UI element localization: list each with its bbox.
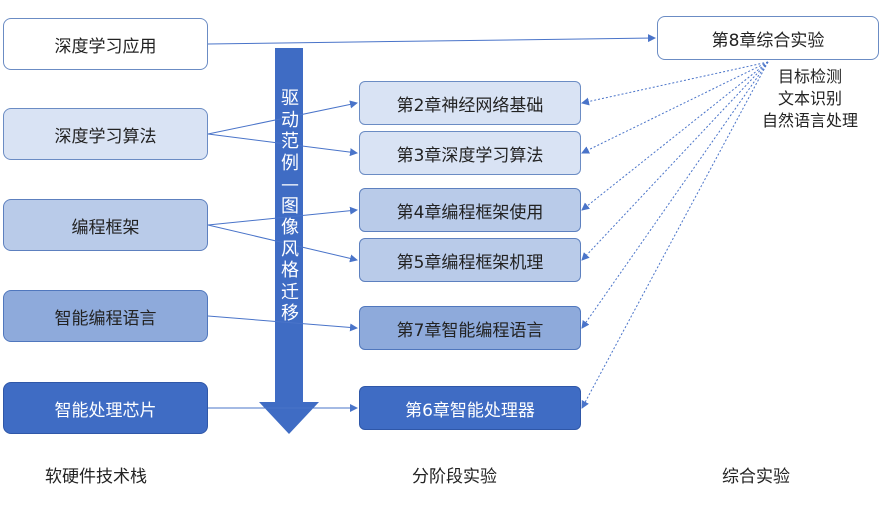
task-object-detection: 目标检测 xyxy=(777,67,842,86)
dotted-ch8-to-ch3 xyxy=(581,61,769,154)
stack-deep-learning-algorithm: 深度学习算法 xyxy=(3,108,208,160)
arrow-char: 动 xyxy=(281,109,299,131)
chapter-6-box: 第6章智能处理器 xyxy=(359,386,581,430)
stack-intelligent-programming-language: 智能编程语言 xyxy=(3,290,208,342)
arrow-char: 格 xyxy=(281,260,299,281)
chapter-4-box: 第4章编程框架使用 xyxy=(359,188,581,232)
arrow-char: — xyxy=(281,174,299,195)
connector-fw-to-ch5 xyxy=(207,224,358,263)
task-text-recognition: 文本识别 xyxy=(777,89,842,108)
footer-staged-experiments: 分阶段实验 xyxy=(412,467,497,487)
comprehensive-tasks: 目标检测 文本识别 自然语言处理 xyxy=(740,66,880,132)
arrow-char: 风 xyxy=(281,238,299,260)
drive-example-arrow xyxy=(259,48,319,434)
footer-tech-stack: 软硬件技术栈 xyxy=(45,467,147,487)
arrow-char: 范 xyxy=(281,131,299,152)
connector-algo-to-ch2 xyxy=(207,100,358,135)
connector-fw-to-ch4 xyxy=(207,206,358,226)
chapter-3-box: 第3章深度学习算法 xyxy=(359,131,581,175)
chapter-2-box: 第2章神经网络基础 xyxy=(359,81,581,125)
stack-programming-framework: 编程框架 xyxy=(3,199,208,251)
chapter-8-box: 第8章综合实验 xyxy=(657,16,879,60)
connector-algo-to-ch3 xyxy=(207,133,358,157)
stack-deep-learning-application: 深度学习应用 xyxy=(3,18,208,70)
footer-comprehensive-experiment: 综合实验 xyxy=(722,467,790,487)
connector-lang-to-ch7 xyxy=(207,315,358,332)
drive-example-label: 驱 动 范 例 — 图 像 风 格 迁 移 xyxy=(277,88,303,325)
arrow-char: 像 xyxy=(281,217,299,238)
arrow-char: 移 xyxy=(281,303,299,324)
stack-intelligent-processing-chip: 智能处理芯片 xyxy=(3,382,208,434)
chapter-5-box: 第5章编程框架机理 xyxy=(359,238,581,282)
dotted-ch8-to-ch5 xyxy=(581,61,769,261)
dotted-ch8-to-ch6 xyxy=(581,61,769,409)
chapter-7-box: 第7章智能编程语言 xyxy=(359,306,581,350)
arrow-char: 图 xyxy=(281,195,299,217)
connector-app-to-ch8 xyxy=(207,34,656,45)
arrow-char: 迁 xyxy=(281,281,299,303)
task-nlp: 自然语言处理 xyxy=(761,111,858,130)
arrow-char: 驱 xyxy=(281,88,299,109)
arrow-char: 例 xyxy=(281,152,299,174)
